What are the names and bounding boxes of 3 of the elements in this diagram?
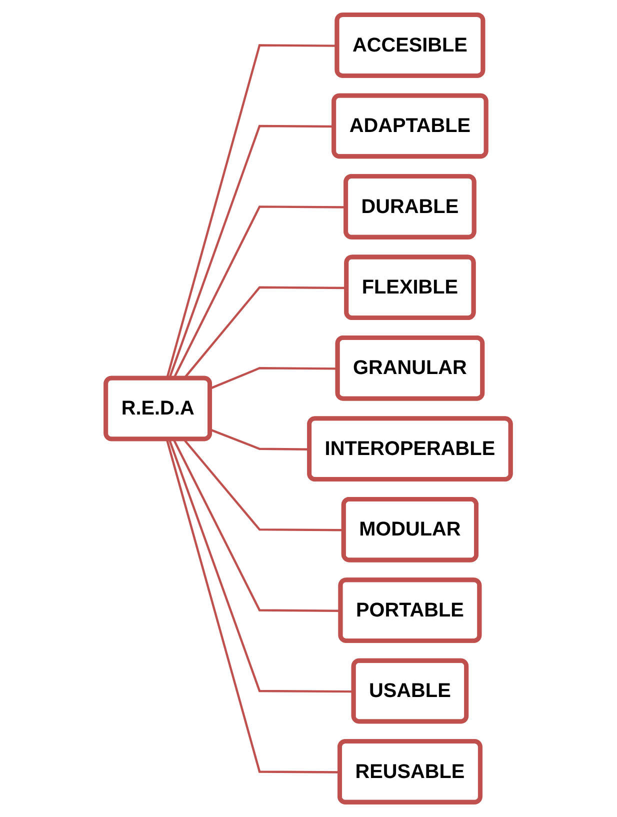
connector [166,439,341,774]
connector [173,438,342,612]
diagram: R.E.D.A ACCESIBLE ADAPTABLE DURABLE FLEXIBLE GRANULAR INTEROPERABLE MODULAR PORTABLE USABLE REUSABLE [97,6,520,811]
